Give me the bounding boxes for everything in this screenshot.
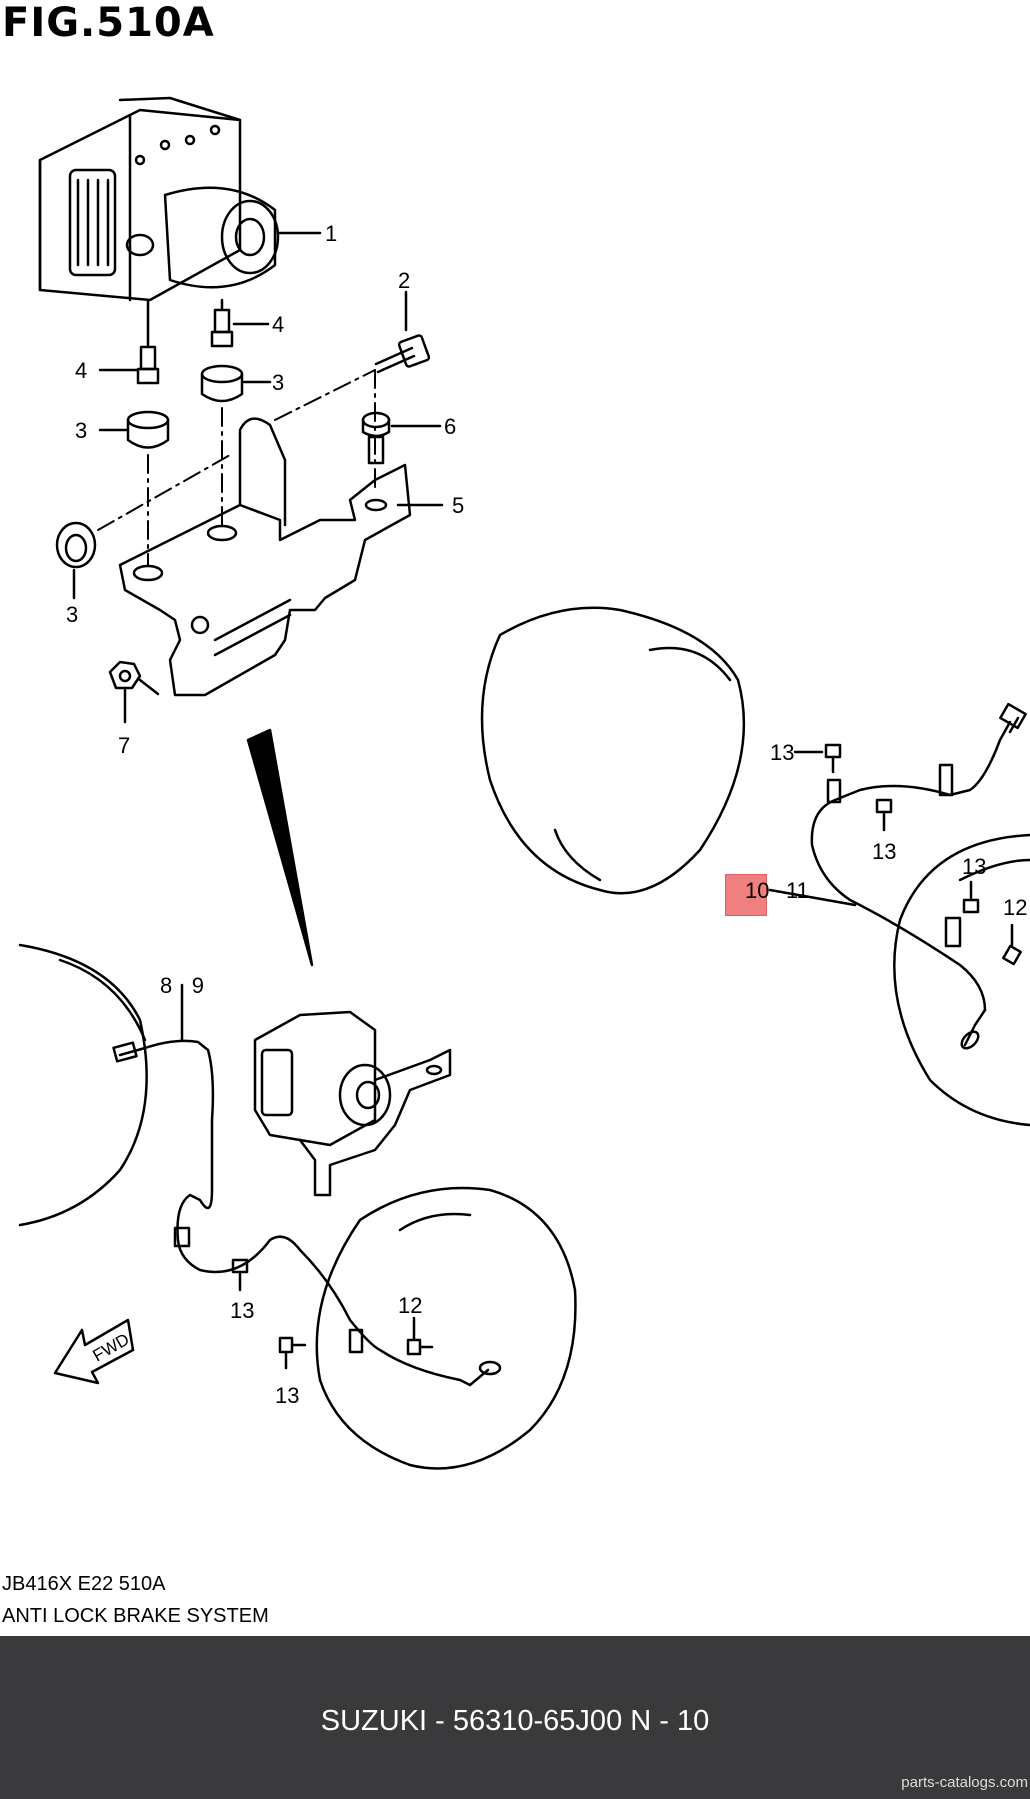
wheel-upper-right (480, 606, 746, 895)
bracket-5 (118, 417, 444, 697)
callout-3-left[interactable]: 3 (75, 418, 87, 443)
callout-10-dot: · (776, 878, 783, 903)
watermark: parts-catalogs.com (901, 1774, 1028, 1791)
highlighted-part-marker[interactable] (725, 874, 767, 916)
callout-3-bottom[interactable]: 3 (66, 602, 78, 627)
nut-7 (108, 660, 160, 724)
wheel-speed-sensor-harness-rear (768, 702, 1027, 1050)
callout-12-right[interactable]: 12 (1003, 895, 1027, 920)
callout-11[interactable]: 11 (786, 878, 809, 903)
callout-5[interactable]: 5 (452, 493, 464, 518)
callout-13-lower-a[interactable]: 13 (230, 1298, 254, 1323)
bolt-13-upper-b (875, 798, 893, 832)
callout-8-9[interactable]: 8 · 9 (160, 973, 204, 998)
callout-7[interactable]: 7 (118, 733, 130, 758)
bolt-13-lower-a (231, 1258, 249, 1292)
callout-4-right[interactable]: 4 (272, 312, 284, 337)
grommet-3-bottom (55, 521, 97, 600)
wheel-speed-sensor-harness-front (112, 983, 502, 1387)
abs-unit-installed (253, 1010, 452, 1197)
callout-6[interactable]: 6 (444, 414, 456, 439)
bolt-6 (361, 411, 442, 465)
grommet-3-right (200, 364, 272, 403)
model-code: JB416X E22 510A (2, 1573, 166, 1595)
callout-13-lower-b[interactable]: 13 (275, 1383, 299, 1408)
callout-12-lower[interactable]: 12 (398, 1293, 422, 1318)
stud-bolt-4-right (210, 298, 270, 348)
detail-pointer-wedge (246, 728, 314, 967)
bolt-2 (374, 290, 431, 374)
section-name: ANTI LOCK BRAKE SYSTEM (2, 1605, 269, 1627)
wheel-lower (315, 1186, 577, 1470)
wheel-far-right (893, 833, 1030, 1127)
callout-4-left[interactable]: 4 (75, 358, 87, 383)
bolt-12-lower (406, 1316, 434, 1356)
callout-3-right[interactable]: 3 (272, 370, 284, 395)
bolt-13-lower-b (278, 1336, 307, 1370)
callout-13-upper-b[interactable]: 13 (872, 839, 896, 864)
wheel-left (18, 943, 148, 1227)
callout-13-right[interactable]: 13 (962, 854, 986, 879)
footer-bar (0, 1636, 1030, 1799)
abs-hydraulic-unit (38, 96, 322, 302)
footer-part-info: SUZUKI - 56310-65J00 N - 10 (320, 1705, 710, 1737)
bolt-13-upper-a (793, 743, 842, 774)
callout-13-upper-a[interactable]: 13 (770, 740, 794, 765)
callout-2[interactable]: 2 (398, 268, 410, 293)
callout-1[interactable]: 1 (325, 221, 337, 246)
bolt-13-right (962, 880, 980, 914)
figure-title: FIG.510A (2, 0, 215, 46)
assembly-leaders (97, 369, 376, 566)
grommet-3-left (98, 410, 170, 449)
parts-diagram: 1 4 4 3 3 3 (18, 96, 1030, 1470)
stud-bolt-4-left (98, 298, 160, 385)
bolt-12-right (1002, 923, 1022, 966)
callout-10[interactable]: 10 (745, 878, 769, 903)
forward-direction-arrow: FWD (53, 1318, 135, 1385)
